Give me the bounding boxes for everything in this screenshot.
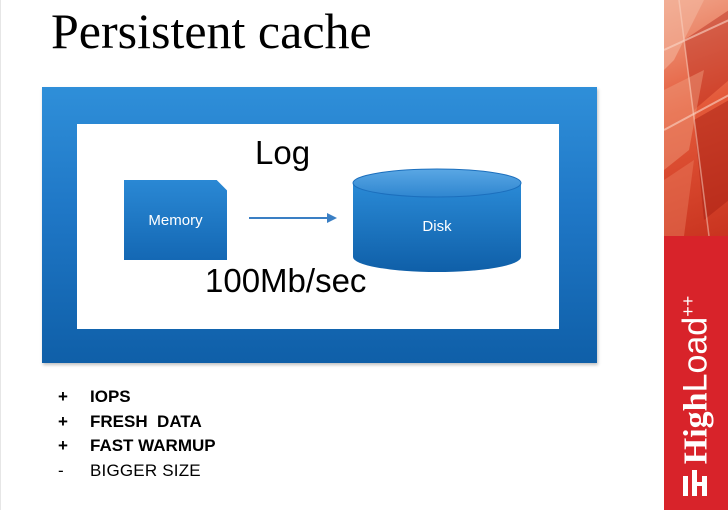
bullet-text: IOPS xyxy=(90,387,131,406)
throughput-label: 100Mb/sec xyxy=(205,262,367,299)
banner-pattern-graphic xyxy=(664,0,728,237)
bullet-text: FRESH DATA xyxy=(90,411,202,431)
bullet-item: + FAST WARMUP xyxy=(53,436,216,461)
memory-label: Memory xyxy=(148,211,203,229)
slide-title: Persistent cache xyxy=(51,3,372,59)
banner-pattern xyxy=(664,0,728,237)
arrow-right-icon xyxy=(249,213,337,223)
bullet-text: FAST WARMUP xyxy=(90,436,216,455)
bullet-mark: + xyxy=(58,411,68,431)
brand-suffix: ++ xyxy=(678,295,699,317)
disk-label: Disk xyxy=(422,218,452,235)
highload-logo-icon xyxy=(683,470,707,496)
bullet-mark: - xyxy=(58,460,64,480)
memory-card-icon: Memory xyxy=(124,180,227,260)
banner-red-panel xyxy=(664,236,728,510)
highload-wordmark: HighLoad++ xyxy=(677,296,716,464)
brand-banner: HighLoad++ xyxy=(664,0,728,510)
bullet-list: + IOPS + FRESH DATA + FAST WARMUP - BIGG… xyxy=(53,387,216,485)
bullet-item: - BIGGER SIZE xyxy=(53,461,216,486)
bullet-mark: + xyxy=(58,387,68,406)
brand-high: High xyxy=(677,392,715,465)
bullet-item: + IOPS xyxy=(53,387,216,412)
bullet-mark: + xyxy=(58,436,68,455)
brand-load: Load xyxy=(676,316,715,393)
disk-cylinder-icon: Disk xyxy=(352,168,522,272)
log-label: Log xyxy=(255,134,311,171)
bullet-text: BIGGER SIZE xyxy=(90,460,201,480)
bullet-item: + FRESH DATA xyxy=(53,412,216,437)
